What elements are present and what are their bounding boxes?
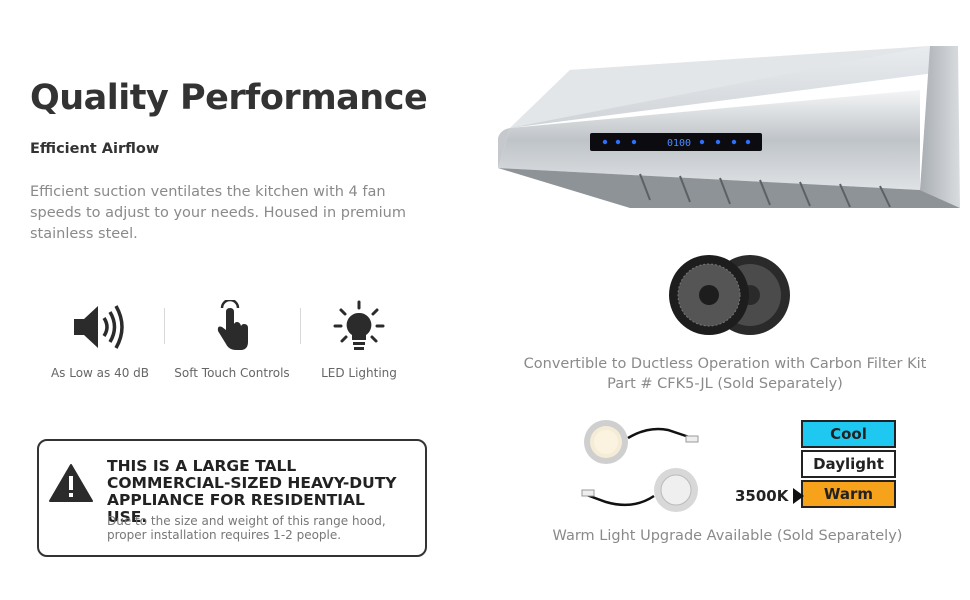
feature-led: LED Lighting (299, 300, 419, 380)
temp-option-daylight: Daylight (801, 450, 896, 478)
warning-triangle-icon (49, 464, 93, 502)
speaker-icon (74, 305, 124, 349)
ductless-caption: Convertible to Ductless Operation with C… (523, 356, 927, 392)
warning-box: THIS IS A LARGE TALL COMMERCIAL-SIZED HE… (37, 439, 427, 557)
feature-label-quiet: As Low as 40 dB (50, 366, 150, 380)
temp-option-warm: Warm (801, 480, 896, 508)
warning-note: Due to the size and weight of this range… (107, 514, 386, 542)
panel-display: 0100 (667, 138, 691, 149)
pointer-arrow-icon (793, 488, 804, 504)
temp-option-cool: Cool (801, 420, 896, 448)
section-description: Efficient suction ventilates the kitchen… (30, 184, 406, 242)
carbon-filter-image (669, 255, 790, 335)
feature-label-led: LED Lighting (321, 366, 397, 380)
feature-touch: Soft Touch Controls (172, 300, 292, 380)
led-light-kit-image (581, 420, 699, 512)
feature-divider (300, 308, 301, 344)
light-bulb-icon (333, 300, 385, 350)
touch-hand-icon (217, 300, 248, 350)
selected-temp-label: 3500K (735, 487, 789, 505)
section-subtitle: Efficient Airflow (30, 141, 160, 157)
warm-light-caption: Warm Light Upgrade Available (Sold Separ… (552, 528, 903, 544)
feature-divider (164, 308, 165, 344)
feature-quiet: As Low as 40 dB (40, 300, 160, 380)
range-hood-image: 0100 (498, 46, 960, 208)
feature-label-touch: Soft Touch Controls (174, 366, 290, 380)
page-title: Quality Performance (30, 78, 428, 118)
control-panel (590, 133, 762, 151)
warning-heading: THIS IS A LARGE TALL COMMERCIAL-SIZED HE… (107, 457, 397, 526)
